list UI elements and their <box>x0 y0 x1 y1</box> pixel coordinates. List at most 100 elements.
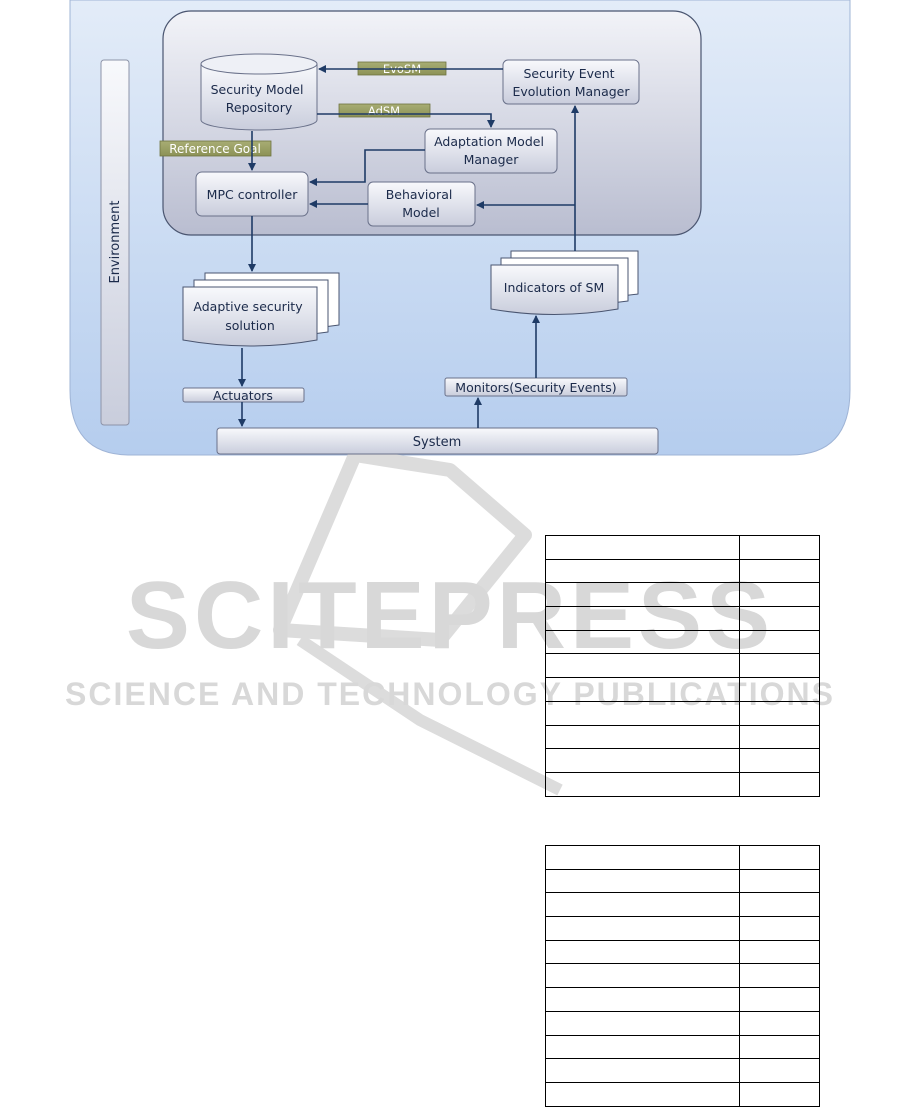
monitors-label: Monitors(Security Events) <box>455 380 616 395</box>
table-row <box>545 629 820 655</box>
table-row <box>545 916 820 941</box>
table-cell <box>739 868 820 894</box>
table-cell <box>739 892 820 918</box>
svg-text:Behavioral Model: Behavioral Model <box>386 187 457 220</box>
arrow-adaptation-to-mpc <box>309 149 425 186</box>
adaptive-solution-label-line-2: solution <box>225 318 275 333</box>
table-cell <box>739 748 820 773</box>
table-row <box>545 582 820 608</box>
security-event-evolution-manager <box>502 59 640 105</box>
table-row <box>545 535 820 560</box>
table-cell <box>545 535 740 560</box>
adaptation-model-manager <box>424 128 558 174</box>
table-cell <box>739 916 820 941</box>
table-cell <box>545 771 740 797</box>
table-cell <box>739 700 820 726</box>
table-cell <box>545 653 740 679</box>
table-cell <box>739 677 820 702</box>
system-label: System <box>413 435 461 450</box>
connectors <box>238 65 579 428</box>
table-cell <box>739 629 820 655</box>
behavioral-model-label-line-2: Model <box>402 205 440 220</box>
table-row <box>545 700 820 726</box>
security-model-repository: Security Model Repository <box>200 53 318 131</box>
svg-text:Security Model Repositor: Security Model Repository <box>211 82 308 115</box>
table-row <box>545 868 820 894</box>
table-cell <box>545 1081 740 1107</box>
table-cell <box>545 939 740 965</box>
table-row <box>545 771 820 797</box>
table-cell <box>739 1058 820 1083</box>
table-row <box>545 653 820 679</box>
system <box>216 427 659 455</box>
adaptation-manager-label-line-1: Adaptation Model <box>434 134 544 149</box>
table-cell <box>739 558 820 584</box>
table-row <box>545 987 820 1012</box>
repository-label-line-2: Repository <box>226 100 293 115</box>
table-cell <box>545 963 740 989</box>
table-cell <box>545 724 740 750</box>
table-cell <box>545 1058 740 1083</box>
table-cell <box>739 771 820 797</box>
table-cell <box>739 987 820 1012</box>
table-cell <box>545 606 740 631</box>
table-1 <box>545 535 820 797</box>
mpc-controller-label: MPC controller <box>207 187 299 202</box>
svg-text:Security Event Evolution M: Security Event Evolution Manager <box>512 66 630 99</box>
table-row <box>545 677 820 702</box>
table-cell <box>739 1081 820 1107</box>
evolution-manager-label-line-1: Security Event <box>523 66 614 81</box>
environment-bar <box>100 59 130 426</box>
table-cell <box>545 629 740 655</box>
table-row <box>545 892 820 918</box>
table-cell <box>739 606 820 631</box>
table-cell <box>545 1034 740 1060</box>
table-cell <box>545 868 740 894</box>
table-row <box>545 963 820 989</box>
reference-goal-tag <box>159 140 272 157</box>
adsm-tag-label: AdSM <box>368 104 400 118</box>
svg-text:Adaptation Model Manager: Adaptation Model Manager <box>434 134 548 167</box>
table-row <box>545 1058 820 1083</box>
actuators <box>182 387 305 403</box>
svg-text:Adaptive security soluti: Adaptive security solution <box>193 299 306 333</box>
evolution-manager-label-line-2: Evolution Manager <box>512 84 630 99</box>
table-cell <box>545 1010 740 1036</box>
environment-label: Environment <box>108 200 123 283</box>
table-cell <box>545 916 740 941</box>
behavioral-model-label-line-1: Behavioral <box>386 187 453 202</box>
table-row <box>545 748 820 773</box>
table-row <box>545 1010 820 1036</box>
table-cell <box>739 653 820 679</box>
table-cell <box>739 845 820 870</box>
table-row <box>545 724 820 750</box>
table-cell <box>739 939 820 965</box>
table-row <box>545 939 820 965</box>
table-cell <box>545 558 740 584</box>
reference-goal-tag-label: Reference Goal <box>169 142 261 156</box>
table-cell <box>545 845 740 870</box>
table-cell <box>739 582 820 608</box>
table-row <box>545 1081 820 1107</box>
table-cell <box>739 724 820 750</box>
table-cell <box>739 535 820 560</box>
adaptation-manager-label-line-2: Manager <box>464 152 520 167</box>
table-row <box>545 845 820 870</box>
table-cell <box>739 963 820 989</box>
table-cell <box>545 748 740 773</box>
adaptive-security-solution: Adaptive security solution <box>182 272 340 347</box>
table-cell <box>739 1034 820 1060</box>
table-row <box>545 558 820 584</box>
actuators-label: Actuators <box>213 388 273 403</box>
table-2 <box>545 845 820 1107</box>
table-cell <box>739 1010 820 1036</box>
table-cell <box>545 677 740 702</box>
adaptive-solution-label-line-1: Adaptive security <box>193 299 303 314</box>
table-cell <box>545 582 740 608</box>
table-row <box>545 1034 820 1060</box>
repository-label-line-1: Security Model <box>211 82 304 97</box>
arrow-repository-to-adaptation <box>317 113 495 128</box>
table-cell <box>545 700 740 726</box>
table-cell <box>545 987 740 1012</box>
table-row <box>545 606 820 631</box>
